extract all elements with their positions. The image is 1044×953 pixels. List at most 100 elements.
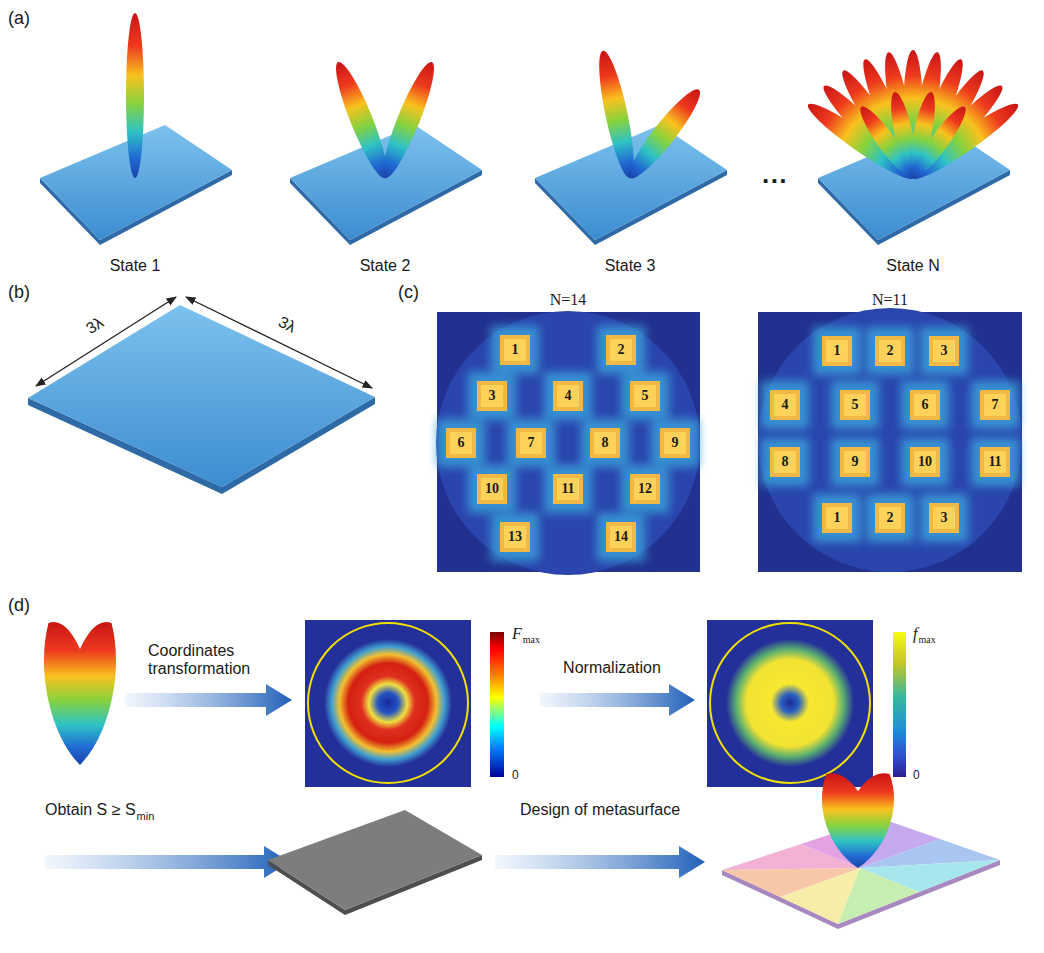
- spot-halo: [621, 465, 669, 513]
- beam-spot: [875, 336, 905, 366]
- panel-letter: (b): [8, 282, 30, 303]
- map-title: N=11: [872, 291, 908, 309]
- spot-halo: [581, 419, 629, 467]
- spot-halo: [437, 419, 485, 467]
- spot-halo: [920, 327, 968, 375]
- beam-map: [436, 311, 700, 575]
- spot-halo: [507, 419, 555, 467]
- beam-spot: [630, 474, 660, 504]
- beam-spot-core: [984, 394, 1006, 416]
- beam-spot: [553, 474, 583, 504]
- spot-halo: [544, 465, 592, 513]
- dimension-label: 3λ: [275, 313, 298, 337]
- beam-lobe-shape: [592, 49, 641, 181]
- beam-spot-core: [879, 340, 901, 362]
- spot-number: 2: [887, 510, 894, 526]
- state-label: State 3: [605, 257, 656, 275]
- beam-spot: [590, 428, 620, 458]
- radiation-pattern: [822, 773, 894, 868]
- colorbar: [893, 632, 906, 777]
- subscript: max: [523, 634, 540, 646]
- beam-spot: [606, 522, 636, 552]
- beam-spot: [553, 381, 583, 411]
- spot-number: 10: [918, 454, 932, 470]
- beam-spot-core: [774, 451, 796, 473]
- beam-spot-core: [844, 451, 866, 473]
- beam-spot-core: [826, 507, 848, 529]
- subscript: max: [918, 634, 935, 646]
- spot-number: 4: [782, 397, 789, 413]
- spot-number: 2: [618, 342, 625, 358]
- spot-number: 10: [485, 481, 499, 497]
- step-label: Coordinates transformation: [148, 642, 288, 679]
- spot-number: 1: [834, 343, 841, 359]
- spot-halo: [866, 494, 914, 542]
- spot-number: 9: [852, 454, 859, 470]
- spot-halo: [621, 372, 669, 420]
- process-arrow: [125, 684, 292, 716]
- spot-halo: [813, 327, 861, 375]
- beam-spot: [446, 428, 476, 458]
- step-label: Obtain S ≥ S: [45, 801, 136, 819]
- beam-spot: [477, 381, 507, 411]
- map-title: N=14: [550, 291, 587, 309]
- beam-spot-core: [450, 432, 472, 454]
- spot-halo: [920, 494, 968, 542]
- spot-number: 9: [672, 435, 679, 451]
- beam-spot-core: [933, 340, 955, 362]
- beam-spot: [875, 503, 905, 533]
- spot-halo: [651, 419, 699, 467]
- beam-spot-core: [844, 394, 866, 416]
- map-ground: [305, 620, 471, 787]
- spot-halo: [866, 327, 914, 375]
- beam-spot: [910, 447, 940, 477]
- spot-number: 8: [602, 435, 609, 451]
- subscript: min: [137, 810, 155, 823]
- colorbar-min: 0: [913, 769, 920, 783]
- spot-halo: [761, 381, 809, 429]
- spot-halo: [761, 438, 809, 486]
- spot-number: 3: [941, 510, 948, 526]
- map-disc: [436, 311, 700, 575]
- beam-spot-core: [774, 394, 796, 416]
- beam-spot-core: [664, 432, 686, 454]
- beam-lobe: [906, 102, 972, 184]
- spot-number: 6: [922, 397, 929, 413]
- spot-halo: [901, 381, 949, 429]
- beam-spot: [910, 390, 940, 420]
- beam-lobe-shape: [126, 13, 144, 178]
- beam-spot-core: [879, 507, 901, 529]
- beam-spot-core: [634, 385, 656, 407]
- beam-spot-core: [504, 339, 526, 361]
- spot-halo: [971, 438, 1019, 486]
- process-arrow: [45, 846, 290, 878]
- beam-spot: [630, 381, 660, 411]
- spot-halo: [491, 326, 539, 374]
- spot-number: 12: [638, 481, 652, 497]
- spot-number: 1: [512, 342, 519, 358]
- spot-number: 4: [565, 388, 572, 404]
- aperture-plate: [268, 810, 482, 915]
- beam-spot: [822, 336, 852, 366]
- beam-spot: [770, 390, 800, 420]
- map-disc: [758, 308, 1022, 572]
- state-label: State 2: [360, 257, 411, 275]
- process-arrow: [540, 684, 695, 716]
- spot-halo: [831, 438, 879, 486]
- step-label: Design of metasurface: [520, 801, 680, 819]
- beam-map: [758, 308, 1022, 572]
- beam-spot: [606, 335, 636, 365]
- beam-spot: [840, 447, 870, 477]
- intensity-ring: [324, 639, 452, 767]
- plate-top: [290, 125, 482, 240]
- intensity-ring: [726, 639, 854, 767]
- beam-spot: [477, 474, 507, 504]
- spot-number: 14: [614, 529, 628, 545]
- boundary-circle: [710, 623, 870, 783]
- spot-number: 2: [887, 343, 894, 359]
- panel-letter: (a): [8, 8, 30, 29]
- beam-lobe-shape: [621, 83, 707, 185]
- beam-spot-core: [557, 385, 579, 407]
- spot-halo: [597, 513, 645, 561]
